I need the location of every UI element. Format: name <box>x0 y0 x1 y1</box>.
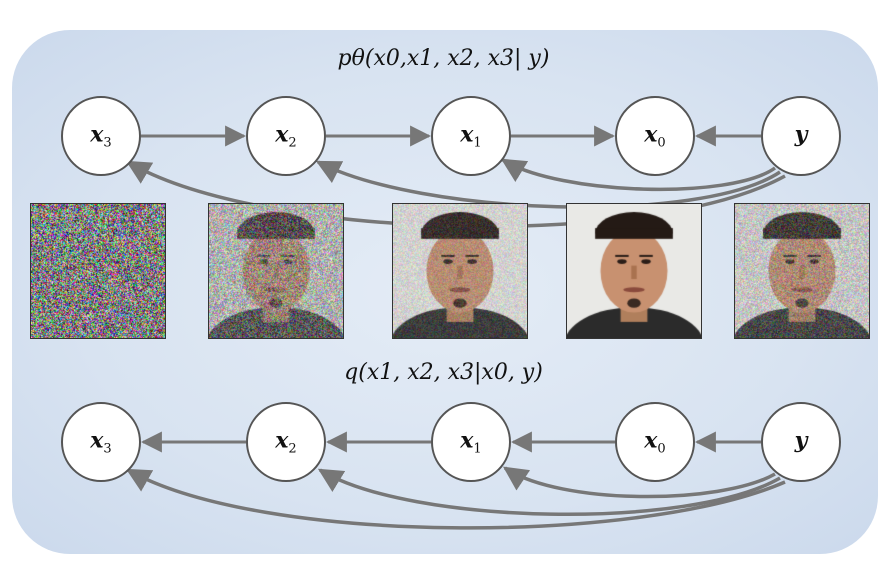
node-label-x2-top: x2 <box>275 121 297 151</box>
bottom-title: q(x1, x2, x3|x0, y) <box>344 360 543 385</box>
node-x0-bottom <box>615 402 695 482</box>
node-label-y-top: y <box>794 121 808 148</box>
node-x1-bottom <box>431 402 511 482</box>
node-label-x3-top: x3 <box>90 121 112 151</box>
arrow-y-to-x1-bottom <box>502 466 776 499</box>
node-label-y-bottom: y <box>794 427 808 454</box>
node-label-x3-bottom: x3 <box>90 427 112 457</box>
light-noise-face-image <box>392 203 528 339</box>
arrow-y-to-x1-top <box>500 158 777 192</box>
bottom-nodes <box>61 402 841 482</box>
node-label-x1-top: x1 <box>460 121 482 151</box>
node-label-x1-bottom: x1 <box>460 427 482 457</box>
arrow-y-to-x2-top <box>315 160 781 209</box>
node-label-x2-bottom: x2 <box>275 427 297 457</box>
degraded-face-image <box>734 203 870 339</box>
noise-image <box>30 203 166 339</box>
arrow-y-to-x2-bottom <box>317 468 781 517</box>
node-y-bottom <box>761 402 841 482</box>
clean-face-image <box>566 203 702 339</box>
node-x0-top <box>615 96 695 176</box>
top-title: pθ(x0,x1, x2, x3| y) <box>337 46 550 71</box>
node-x2-bottom <box>246 402 326 482</box>
node-label-x0-top: x0 <box>644 121 666 151</box>
top-nodes <box>61 96 841 176</box>
node-x3-bottom <box>61 402 141 482</box>
node-label-x0-bottom: x0 <box>644 427 666 457</box>
arrow-y-to-x3-bottom <box>125 468 786 530</box>
heavy-noise-face-image <box>208 203 344 339</box>
node-x2-top <box>246 96 326 176</box>
node-x1-top <box>431 96 511 176</box>
node-y-top <box>761 96 841 176</box>
node-x3-top <box>61 96 141 176</box>
